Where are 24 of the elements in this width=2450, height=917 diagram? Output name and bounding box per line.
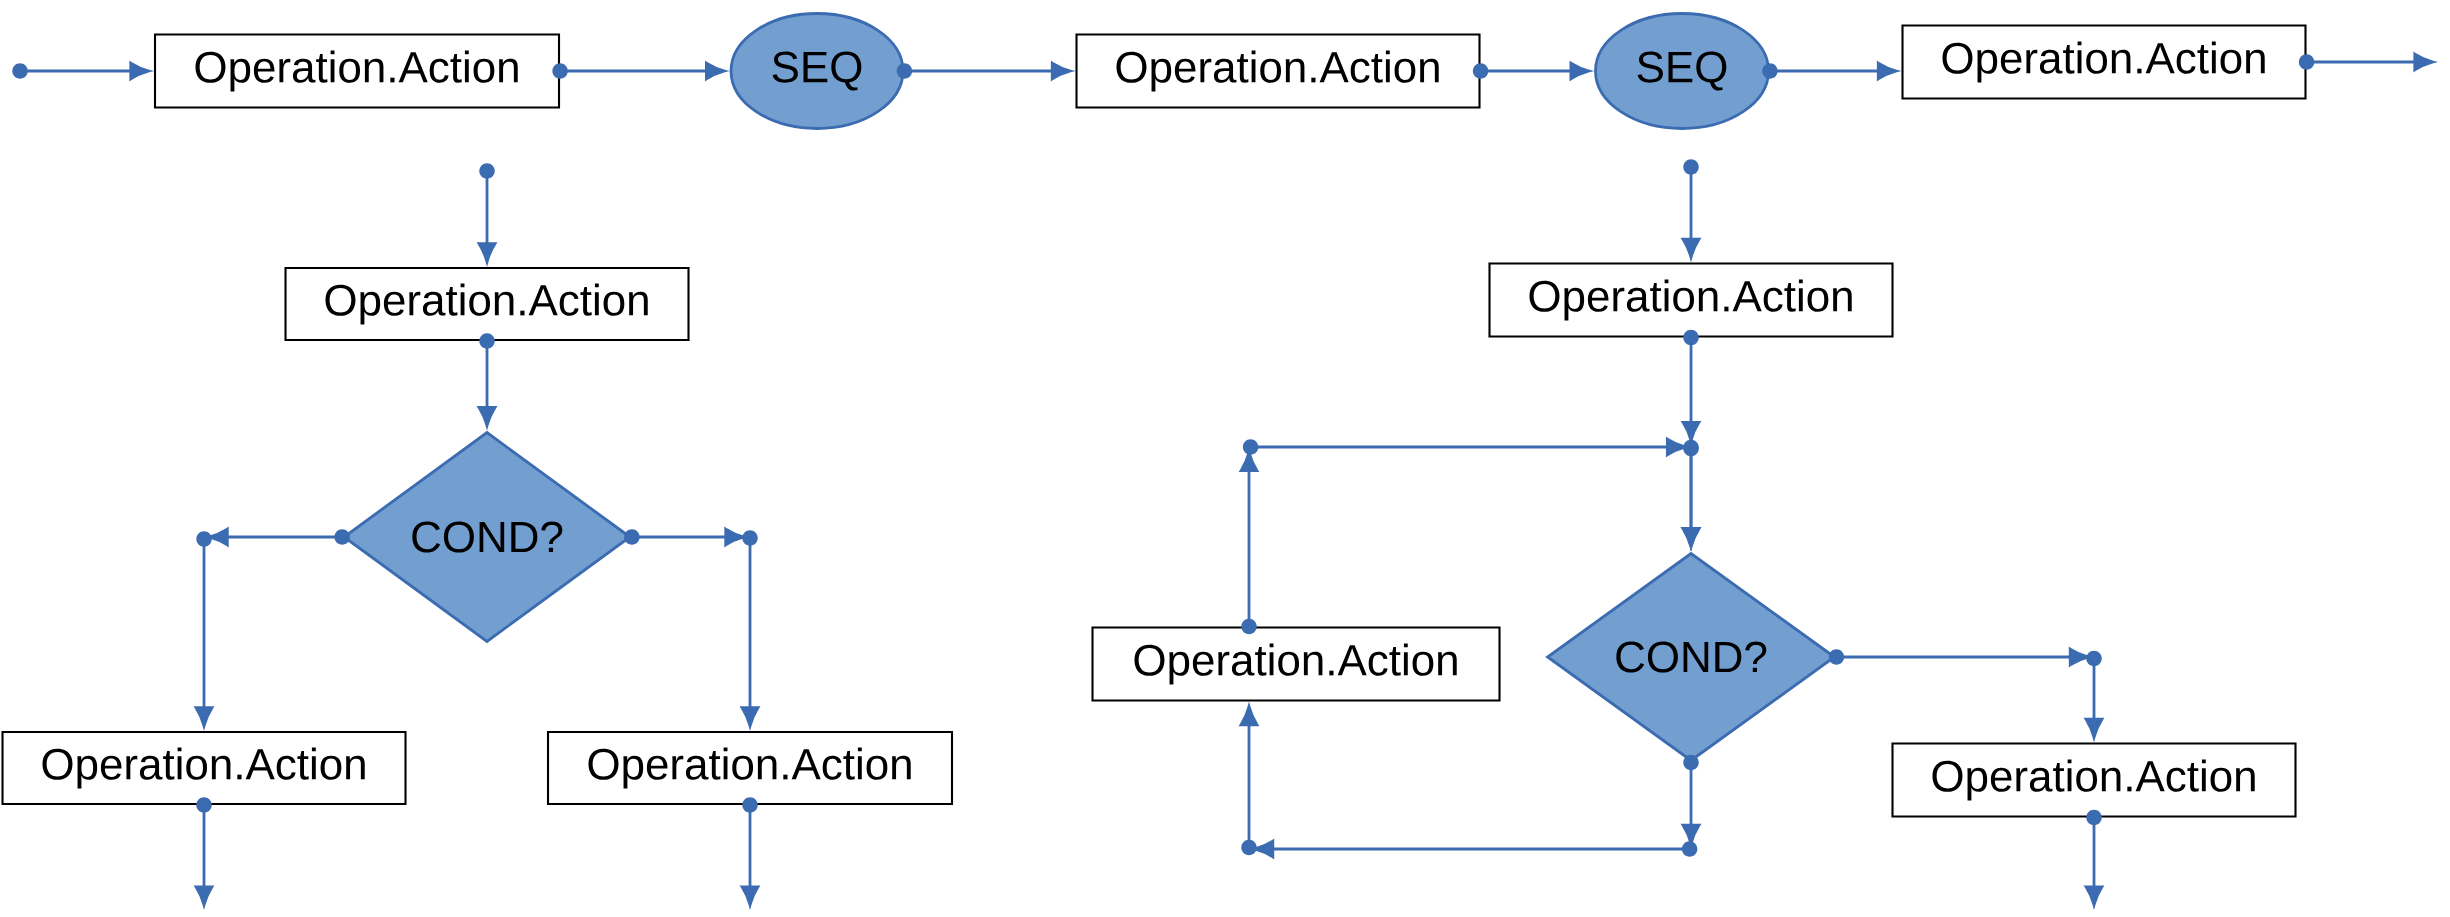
arrow bbox=[194, 797, 214, 907]
process-box: Operation.Action bbox=[546, 730, 954, 806]
arrow bbox=[2298, 52, 2435, 72]
arrow bbox=[896, 61, 1072, 81]
process-box: Operation.Action bbox=[1901, 24, 2307, 100]
arrow bbox=[1239, 705, 1701, 859]
arrow bbox=[740, 797, 760, 907]
process-box: Operation.Action bbox=[1075, 33, 1481, 109]
arrow bbox=[477, 163, 497, 264]
arrow bbox=[12, 61, 151, 81]
process-box: Operation.Action bbox=[153, 33, 561, 109]
process-box: Operation.Action bbox=[1091, 626, 1501, 702]
process-box: Operation.Action bbox=[1, 730, 407, 806]
arrow bbox=[194, 527, 350, 728]
arrow bbox=[1472, 61, 1591, 81]
arrow bbox=[1828, 647, 2104, 739]
process-box: Operation.Action bbox=[1891, 742, 2297, 818]
arrow bbox=[1762, 61, 1898, 81]
arrow bbox=[624, 527, 760, 728]
arrow bbox=[1681, 159, 1701, 259]
arrow bbox=[1239, 437, 1701, 635]
process-box: Operation.Action bbox=[1488, 262, 1894, 338]
arrow bbox=[2084, 809, 2104, 907]
process-box: Operation.Action bbox=[284, 266, 690, 342]
